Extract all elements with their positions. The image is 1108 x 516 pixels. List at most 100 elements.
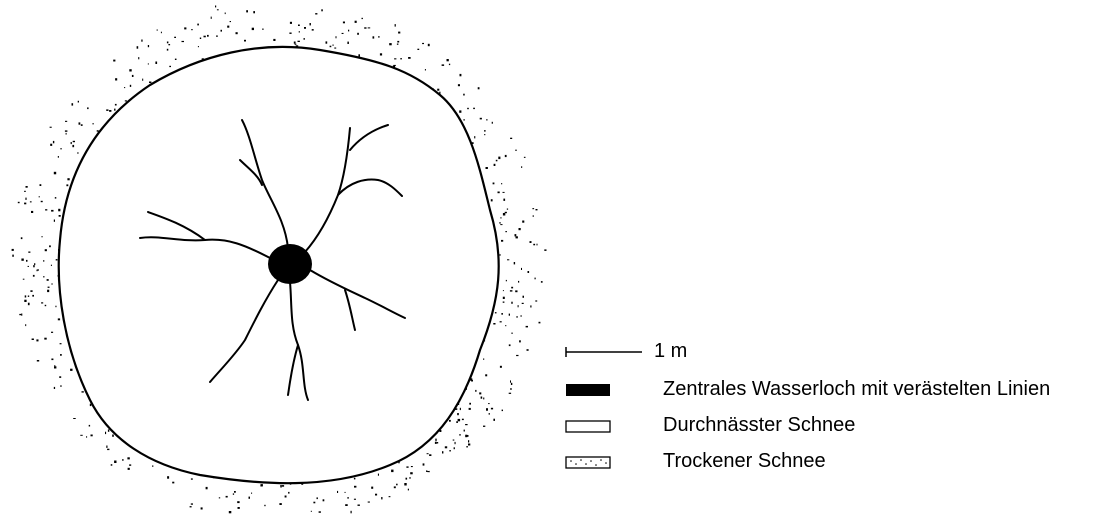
snow-dot [449, 420, 451, 422]
snow-dot [34, 263, 35, 265]
snow-dot [127, 457, 129, 459]
snow-dot [226, 496, 228, 498]
snow-dot [246, 10, 248, 12]
snow-dot [54, 366, 56, 368]
snow-dot [453, 440, 455, 441]
snow-dot [398, 32, 400, 34]
snow-dot [31, 211, 33, 213]
snow-dot [397, 41, 399, 43]
snow-dot [505, 155, 507, 157]
snow-dot [394, 486, 396, 488]
snow-dot [237, 501, 239, 503]
snow-dot [449, 64, 450, 65]
snow-dot [264, 505, 265, 506]
snow-dot [514, 262, 515, 264]
empty-swatch-icon [562, 418, 642, 434]
snow-dot [124, 87, 125, 88]
snow-dot [236, 32, 238, 34]
snow-dot [21, 259, 23, 261]
snow-dot [535, 278, 536, 280]
snow-dot [492, 122, 493, 124]
snow-dot [21, 314, 22, 316]
snow-dot [60, 354, 62, 356]
snow-dot [351, 511, 352, 514]
snow-dot [442, 64, 445, 66]
snow-dot [355, 21, 357, 23]
snow-dot [55, 306, 56, 308]
snow-dot [517, 316, 518, 318]
snow-diagram [0, 0, 560, 516]
snow-dot [32, 295, 34, 297]
snow-dot [45, 209, 47, 210]
snow-dot [395, 24, 396, 27]
snow-dot [475, 390, 476, 392]
snow-dot [471, 380, 473, 382]
snow-dot [304, 38, 305, 40]
snow-dot [28, 303, 30, 306]
snow-dot [464, 119, 465, 121]
snow-dot [515, 150, 517, 151]
snow-dot [368, 27, 371, 28]
snow-dot [408, 57, 411, 59]
snow-dot [141, 40, 142, 42]
snow-dot [380, 53, 382, 55]
snow-dot [481, 397, 483, 399]
snow-dot [169, 66, 171, 67]
snow-dot [493, 183, 495, 185]
snow-dot [521, 268, 522, 270]
snow-dot [468, 440, 469, 442]
snow-dot [511, 287, 513, 289]
snow-dot [285, 496, 287, 498]
snow-dot [51, 359, 53, 361]
legend-label-dry-snow: Trockener Schnee [663, 450, 826, 473]
snow-dot [512, 333, 513, 335]
snow-dot [493, 419, 495, 421]
snow-dot [26, 186, 28, 188]
snow-dot [191, 29, 193, 30]
snow-dot [463, 94, 465, 96]
snow-dot [175, 59, 177, 60]
snow-dot [524, 157, 526, 158]
snow-dot [354, 486, 356, 488]
snow-dot [458, 84, 460, 86]
snow-dot [507, 209, 508, 210]
snow-dot [152, 466, 153, 467]
snow-dot [59, 376, 61, 378]
snow-dot [533, 244, 535, 246]
snow-dot [25, 295, 27, 297]
snow-dot [310, 23, 311, 25]
snow-dot [323, 499, 325, 501]
snow-dot [484, 134, 485, 135]
snow-dot [526, 326, 528, 328]
snow-dot [311, 511, 312, 512]
snow-dot [51, 332, 53, 333]
snow-dot [515, 234, 517, 236]
snow-dot [503, 192, 505, 193]
snow-dot [288, 492, 289, 494]
snow-dot [58, 156, 59, 158]
snow-dot [148, 63, 149, 64]
snow-dot [198, 46, 199, 47]
snow-dot [498, 192, 500, 194]
snow-dot [12, 249, 14, 251]
filled-swatch-icon [562, 382, 642, 398]
snow-dot [489, 413, 490, 415]
snow-dot [539, 322, 541, 324]
snow-dot [40, 184, 42, 186]
snow-dot [397, 44, 399, 45]
snow-dot [114, 461, 116, 464]
snow-dot [459, 110, 461, 112]
snow-dot [252, 28, 254, 30]
snow-dot [167, 42, 169, 44]
snow-dot [60, 148, 61, 149]
snow-dot [93, 123, 94, 124]
snow-dot [337, 491, 338, 493]
snow-dot [464, 430, 465, 432]
snow-dot [87, 107, 89, 109]
snow-dot [505, 325, 506, 326]
snow-dot [319, 511, 321, 513]
snow-dot [47, 290, 49, 292]
snow-dot [312, 29, 314, 31]
dotted-swatch-icon [562, 454, 642, 470]
snow-dot [422, 43, 424, 44]
